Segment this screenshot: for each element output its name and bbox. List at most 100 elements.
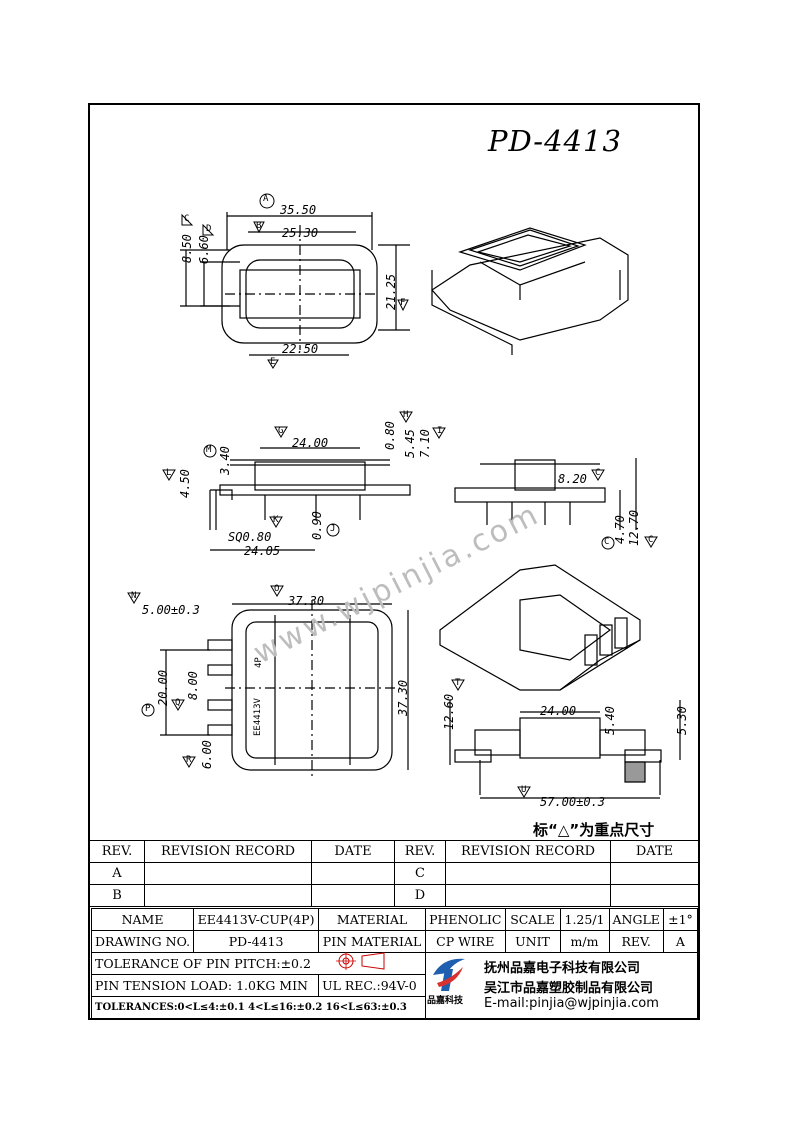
dim-6-60: 6.60 bbox=[197, 235, 211, 264]
dim-8-20: 8.20 bbox=[558, 472, 587, 486]
dim-6-00: 6.00 bbox=[200, 740, 214, 769]
drawing-no-label: DRAWING NO. bbox=[90, 930, 195, 953]
dim-5-45: 5.45 bbox=[403, 429, 417, 458]
name-value: EE4413V-CUP(4P) bbox=[193, 908, 320, 931]
unit-label: UNIT bbox=[504, 930, 561, 953]
rev-cell: D bbox=[394, 884, 446, 907]
label-c: C bbox=[184, 214, 190, 224]
revision-record-header-2: REVISION RECORD bbox=[445, 840, 611, 863]
dim-12-70: 12.70 bbox=[627, 509, 641, 546]
date-cell bbox=[311, 884, 395, 907]
label-f: F bbox=[400, 298, 406, 308]
front-view bbox=[209, 447, 411, 551]
pin-tension-load: PIN TENSION LOAD: 1.0KG MIN bbox=[90, 974, 320, 997]
dim-12-60: 12.60 bbox=[442, 693, 456, 730]
dim-57-00: 57.00±0.3 bbox=[540, 795, 606, 809]
record-cell bbox=[144, 862, 312, 885]
table-row: TOLERANCES:0<L≤4:±0.1 4<L≤16:±0.2 16<L≤6… bbox=[90, 996, 698, 1019]
pin-material-label: PIN MATERIAL bbox=[318, 930, 427, 953]
side-view bbox=[454, 458, 637, 530]
dim-5-40: 5.40 bbox=[603, 706, 617, 735]
revision-table: REV. REVISION RECORD DATE REV. REVISION … bbox=[89, 840, 699, 907]
isometric-view-top bbox=[431, 227, 629, 355]
company-name-1: 抚州品嘉电子科技有限公司 bbox=[484, 961, 641, 976]
name-label: NAME bbox=[90, 908, 195, 931]
dim-22-50: 22.50 bbox=[282, 342, 319, 356]
company-logo-icon bbox=[433, 958, 465, 991]
dim-5-30: 5.30 bbox=[675, 706, 689, 735]
company-email: E-mail:pinjia@wjpinjia.com bbox=[484, 996, 659, 1011]
rev-cell: B bbox=[89, 884, 145, 907]
dim-24-00-front: 24.00 bbox=[292, 436, 329, 450]
label-c-triangle: C bbox=[648, 535, 654, 545]
table-row: PIN TENSION LOAD: 1.0KG MIN UL REC.:94V-… bbox=[90, 974, 698, 997]
isometric-view-bottom bbox=[439, 564, 641, 691]
model-marking: EE4413V bbox=[253, 698, 263, 736]
label-b: B bbox=[256, 221, 262, 231]
date-cell bbox=[610, 862, 699, 885]
record-cell bbox=[445, 884, 611, 907]
label-n: N bbox=[131, 591, 137, 601]
dim-24-00-section: 24.00 bbox=[540, 704, 577, 718]
dim-3-40: 3.40 bbox=[218, 446, 232, 475]
drawing-frame bbox=[88, 103, 700, 1020]
pin-material-value: CP WIRE bbox=[425, 930, 506, 953]
label-m: M bbox=[206, 445, 212, 455]
drawing-title: PD-4413 bbox=[488, 124, 622, 158]
label-i: I bbox=[437, 426, 443, 436]
dim-20-00: 20.00 bbox=[156, 669, 170, 706]
dim-0-90: 0.90 bbox=[310, 511, 324, 540]
dim-24-05: 24.05 bbox=[244, 544, 281, 558]
section-view bbox=[449, 700, 681, 799]
label-k: K bbox=[273, 515, 279, 525]
rev-cell: A bbox=[89, 862, 145, 885]
dim-8-00: 8.00 bbox=[186, 671, 200, 700]
dim-4-70: 4.70 bbox=[613, 515, 627, 544]
dim-35-50: 35.50 bbox=[280, 203, 317, 217]
title-block: NAME EE4413V-CUP(4P) MATERIAL PHENOLIC S… bbox=[90, 908, 699, 1019]
dim-4-50: 4.50 bbox=[178, 469, 192, 498]
company-logo-text: 品嘉科技 bbox=[427, 996, 464, 1006]
label-q: Q bbox=[175, 698, 181, 708]
label-r: R bbox=[186, 755, 192, 765]
label-p: P bbox=[145, 704, 151, 714]
drawing-no-value: PD-4413 bbox=[193, 930, 320, 953]
label-o: O bbox=[274, 584, 280, 594]
rev-cell: C bbox=[394, 862, 446, 885]
revision-header-row: REV. REVISION RECORD DATE REV. REVISION … bbox=[89, 840, 699, 863]
bottom-view bbox=[160, 600, 409, 780]
label-j: J bbox=[330, 524, 336, 534]
angle-label: ANGLE bbox=[608, 908, 664, 931]
top-view bbox=[180, 212, 410, 356]
company-cell bbox=[425, 952, 698, 1019]
dim-21-25: 21.25 bbox=[384, 273, 398, 310]
dim-5-00: 5.00±0.3 bbox=[142, 603, 200, 617]
label-g: G bbox=[278, 426, 284, 436]
label-s: C bbox=[595, 468, 601, 478]
table-row: B D bbox=[89, 884, 699, 907]
record-cell bbox=[445, 862, 611, 885]
angle-value: ±1° bbox=[662, 908, 699, 931]
date-header-2: DATE bbox=[610, 840, 699, 863]
callout-markers bbox=[127, 193, 658, 798]
rev-label: REV. bbox=[608, 930, 664, 953]
company-name-2: 吴江市品嘉塑胶制品有限公司 bbox=[484, 981, 654, 996]
material-label: MATERIAL bbox=[318, 908, 427, 931]
dim-8-50: 8.50 bbox=[180, 234, 194, 263]
table-row: A C bbox=[89, 862, 699, 885]
date-cell bbox=[610, 884, 699, 907]
dim-37-30-side: 37.30 bbox=[396, 679, 410, 716]
label-t: T bbox=[455, 678, 461, 688]
table-row: TOLERANCE OF PIN PITCH:±0.2 bbox=[90, 952, 698, 1019]
revision-record-header: REVISION RECORD bbox=[144, 840, 312, 863]
table-row: DRAWING NO. PD-4413 PIN MATERIAL CP WIRE… bbox=[90, 930, 699, 953]
key-dimension-note: 标“△”为重点尺寸 bbox=[533, 821, 655, 839]
scale-label: SCALE bbox=[504, 908, 561, 931]
record-cell bbox=[144, 884, 312, 907]
table-row: NAME EE4413V-CUP(4P) MATERIAL PHENOLIC S… bbox=[90, 908, 699, 931]
dim-25-30: 25.30 bbox=[282, 226, 319, 240]
label-u: U bbox=[521, 785, 527, 795]
dim-37-30-top: 37.30 bbox=[288, 594, 325, 608]
rev-header: REV. bbox=[89, 840, 145, 863]
